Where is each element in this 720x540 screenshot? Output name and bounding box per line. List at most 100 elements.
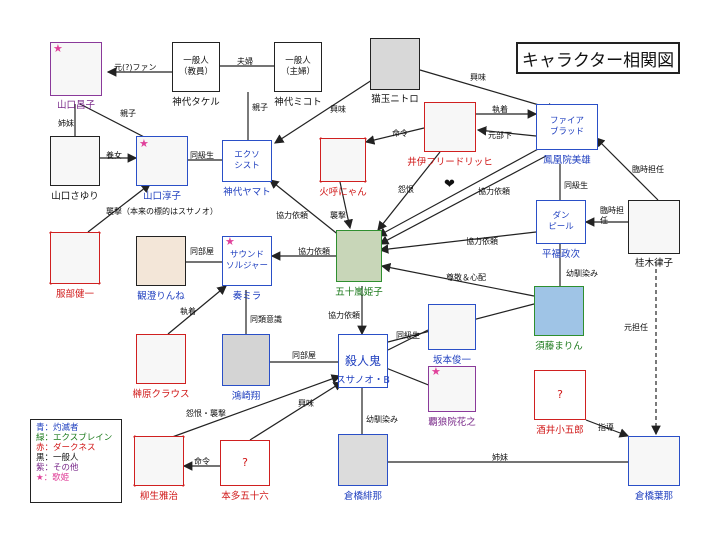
node-sakaki	[136, 334, 186, 384]
sakai-line1: ?	[557, 387, 563, 401]
honda-line1: ?	[242, 455, 248, 469]
kyoin-line2: （教員）	[178, 67, 213, 77]
star-icon: ★	[139, 137, 149, 150]
edge-oyako-1	[79, 103, 151, 141]
node-fire-blood: ファイアブラッド	[536, 104, 598, 150]
legend-item-star: ★：歌姫	[36, 473, 70, 483]
caption-sudo-marin: 須藤まりん	[535, 341, 583, 352]
dan-beal-line2: ピール	[548, 222, 574, 232]
legend-item-blue: 青：灼滅者	[36, 423, 79, 433]
label-kyomi-top: 興味	[470, 73, 486, 82]
caption-kurahashi-yona: 倉橋葉那	[634, 491, 674, 502]
label-douhai: 同類意識	[250, 315, 282, 324]
label-rinji-2a: 臨時担任	[600, 206, 624, 225]
label-oyako-1: 親子	[120, 109, 136, 118]
fire-blood-line1: ファイア	[549, 115, 584, 126]
node-hattori	[50, 232, 100, 284]
label-enkon: 怨恨	[398, 185, 414, 194]
node-sound-soldier: サウンドソルジャー	[222, 236, 272, 286]
kyoin-line1: 一般人	[183, 55, 209, 66]
node-kanzumi	[136, 236, 186, 286]
caption-yamaguchi-sayuri: 山口さゆり	[51, 191, 99, 202]
node-sakai: ?	[534, 370, 586, 420]
heart-icon: ❤	[444, 177, 455, 192]
label-doukyusei-1: 同級生	[190, 151, 214, 160]
edge-kyomi-low	[249, 381, 344, 441]
node-exorcist: エクソシスト	[222, 140, 272, 182]
edge-satsujinki-haro	[385, 367, 437, 389]
node-ippanjin-shufu: 一般人（主婦）	[274, 42, 322, 92]
label-shidou: 指導	[598, 423, 614, 432]
label-shuugeki-2: 襲撃	[330, 211, 346, 220]
exorcist-line1: エクソ	[234, 149, 260, 160]
label-moto-fan: 元(?)ファン	[114, 63, 157, 72]
shufu-line1: 一般人	[285, 55, 311, 66]
label-shuuchaku-2: 執着	[180, 307, 196, 316]
caption-yamaguchi-shoko: 山口昌子	[56, 100, 96, 111]
node-himiko	[320, 138, 366, 182]
caption-yamaguchi-junko: 山口淳子	[142, 191, 182, 202]
legend-box: 青：灼滅者 緑：エクスブレイン 赤：ダークネス 黒：一般人 紫：その他 ★：歌姫	[30, 419, 122, 503]
caption-hirafuku-masatsugu: 平福政次	[541, 249, 581, 260]
caption-haroin-hanano: 覇狼院花之	[428, 417, 476, 428]
node-ippanjin-kyoin: 一般人（教員）	[172, 42, 220, 92]
node-nekotama	[370, 38, 420, 90]
node-igarashi	[336, 230, 382, 282]
node-yamaguchi-junko	[136, 136, 188, 186]
label-doukyusei-2: 同級生	[564, 181, 588, 190]
caption-kanzumi-rinne: 観澄りんね	[137, 291, 185, 302]
caption-kozaki-sho: 鴻崎翔	[231, 391, 261, 402]
edge-meirei-1	[364, 127, 425, 145]
label-osananajimi-1: 幼馴染み	[566, 269, 598, 278]
star-icon: ★	[431, 365, 441, 378]
caption-kamishiro-yamato: 神代ヤマト	[223, 187, 271, 198]
node-dan-beal: ダンピール	[536, 200, 586, 244]
node-haro	[428, 366, 476, 412]
star-icon: ★	[53, 42, 63, 55]
legend-item-green: 緑：エクスブレイン	[36, 433, 113, 443]
label-moto-tannin: 元担任	[624, 323, 648, 332]
caption-sakakibara-klaus: 榊原クラウス	[132, 389, 190, 400]
caption-igarashi-himeko: 五十嵐姫子	[335, 287, 383, 298]
edge-enkon-shuugeki	[163, 374, 342, 441]
label-kyouryoku-3: 協力依頼	[298, 247, 330, 256]
exorcist-line2: シスト	[234, 161, 260, 171]
legend-item-black: 黒：一般人	[36, 453, 79, 463]
edge-kyouryoku-1	[269, 179, 341, 237]
edge-kyomi-mid	[273, 79, 373, 144]
node-sakamoto	[428, 304, 476, 350]
label-shimai-2: 姉妹	[492, 453, 508, 462]
edge-enkon	[377, 151, 441, 231]
caption-sakamoto-shunichi: 坂本俊一	[432, 355, 472, 366]
star-icon: ★	[225, 235, 235, 248]
caption-kamishiro-mikoto: 神代ミコト	[274, 97, 322, 108]
node-yamaguchi-sayuri	[50, 136, 100, 186]
node-sudo	[534, 286, 584, 336]
node-satsujinki: 殺人鬼	[338, 334, 388, 388]
label-doukyusei-3: 協力依頼	[466, 237, 498, 246]
caption-hattori-kenichi: 服部健一	[55, 289, 95, 300]
edge-shuugeki-2	[339, 181, 353, 230]
dan-beal-line1: ダン	[552, 210, 570, 221]
label-kyouryoku-2: 協力依頼	[276, 211, 308, 220]
caption-nekotama: 猫玉ニトロ	[371, 94, 419, 105]
shufu-line2: （主婦）	[280, 67, 315, 77]
label-sonkei: 尊敬＆心配	[446, 273, 486, 282]
fire-blood-line2: ブラッド	[549, 127, 584, 137]
sound-soldier-line1: サウンド	[229, 249, 264, 260]
caption-ii-friedrich: 井伊フリードリッヒ	[407, 157, 493, 168]
legend-item-red: 赤：ダークネス	[36, 443, 96, 453]
edge-motobuka	[476, 126, 537, 137]
edge-kyomi-top	[419, 69, 558, 113]
caption-honda-isoroku: 本多五十六	[221, 491, 269, 502]
caption-kanade-mira: 奏ミラ	[232, 291, 262, 302]
node-yagyu	[134, 436, 184, 486]
edge-shidou	[585, 419, 630, 438]
node-katsuragi	[628, 200, 680, 254]
diagram-title: キャラクター相関図	[516, 42, 680, 74]
edge-shuuchaku-2	[167, 285, 227, 335]
label-rinji-1: 臨時担任	[632, 165, 664, 174]
label-meirei-1: 命令	[392, 129, 408, 138]
label-shimai-1: 姉妹	[58, 119, 74, 128]
edge-rinji-1	[595, 137, 659, 201]
